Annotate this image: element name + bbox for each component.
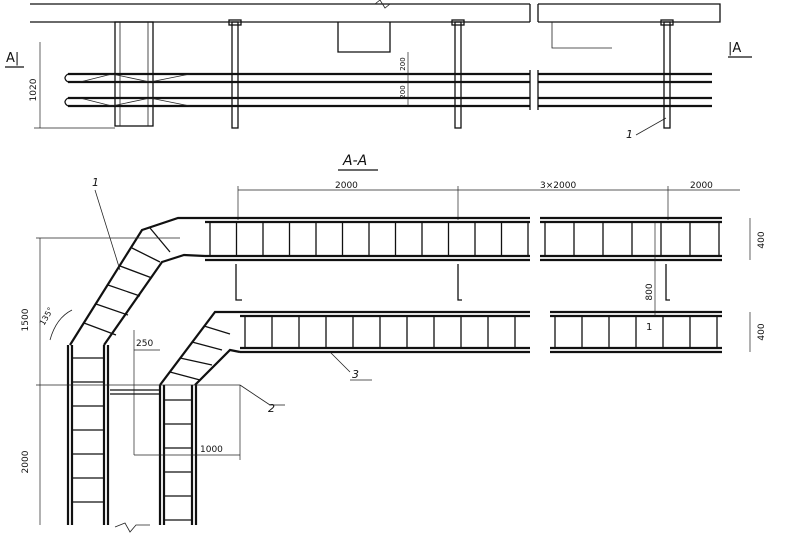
bend-bracing	[79, 73, 191, 107]
dim-1020: 1020	[29, 78, 39, 101]
dim-250: 250	[136, 339, 153, 349]
outer-vertical-rungs	[72, 357, 104, 503]
hanger-cap	[228, 19, 242, 26]
leader-3	[329, 351, 351, 373]
section-view: А-А 2000 3×2000 2000 400	[21, 153, 767, 533]
upper-tray	[68, 72, 712, 84]
callout-3: 3	[352, 368, 359, 381]
dim-200-lower: 200	[399, 85, 407, 98]
brackets	[235, 264, 670, 301]
ceiling-slab	[30, 3, 721, 53]
dim-800: 800	[645, 283, 655, 300]
angle-label: 135°	[38, 306, 55, 327]
dim-3x2000: 3×2000	[540, 181, 576, 191]
callout-1-left: 1	[92, 176, 99, 189]
outer-bend-rungs	[83, 227, 171, 336]
section-marker-right: |А	[728, 41, 741, 56]
left-vertical-trays	[66, 345, 198, 525]
section-marker-left: А|	[6, 51, 19, 66]
inner-bend	[159, 310, 241, 386]
slab-break	[374, 0, 391, 9]
dim-200-upper: 200	[399, 57, 407, 70]
outer-bend-rails	[69, 216, 206, 346]
inner-vertical-rungs	[164, 399, 192, 521]
lower-rungs	[244, 316, 516, 348]
outer-bend	[69, 216, 206, 346]
slab-recess	[551, 22, 612, 49]
dim-2000-a: 2000	[335, 181, 358, 191]
lower-rails-left	[240, 310, 530, 354]
lower-ladder-tray	[240, 310, 722, 354]
callout-1-top: 1	[626, 128, 633, 141]
hanger-cap	[660, 19, 674, 26]
tray-ends	[64, 73, 69, 107]
hanger-cap	[451, 19, 465, 26]
upper-ladder-tray	[205, 216, 722, 262]
callout-1-mid: 1	[646, 322, 652, 333]
section-title: А-А	[342, 153, 367, 169]
upper-rungs	[544, 222, 720, 256]
elevation-view: 1020 200 200 А| |А 1	[5, 0, 752, 141]
inner-bend-rails	[159, 310, 241, 386]
dim-1500: 1500	[21, 308, 31, 331]
lower-rungs	[554, 316, 718, 348]
elevation-trays	[64, 70, 712, 110]
upper-rails-right	[540, 216, 722, 262]
dim-2000-b: 2000	[690, 181, 713, 191]
upper-rails-left	[205, 216, 530, 262]
leader-2	[239, 384, 271, 406]
outer-vertical-rails	[66, 345, 110, 525]
leader-1-left	[94, 189, 121, 271]
dim-2000-left: 2000	[21, 450, 31, 473]
dim-400-upper: 400	[757, 231, 767, 248]
corner-cross-member	[110, 389, 160, 395]
upper-rungs	[209, 222, 529, 256]
lower-tray	[68, 96, 712, 108]
leader-1-top	[635, 117, 667, 136]
support-bracket	[235, 264, 670, 301]
angle-arc	[49, 309, 73, 341]
bottom-break	[114, 522, 150, 533]
dim-400-lower: 400	[757, 323, 767, 340]
inner-bend-rungs	[169, 325, 231, 381]
dim-1000: 1000	[200, 445, 223, 455]
callout-2: 2	[268, 402, 275, 415]
